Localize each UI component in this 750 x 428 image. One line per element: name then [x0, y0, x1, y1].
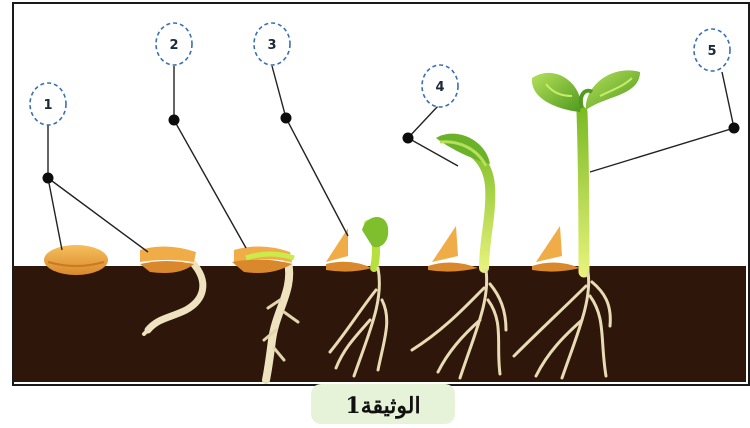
svg-text:3: 3	[267, 38, 276, 53]
label-1: 1	[30, 83, 66, 125]
pointer-lines	[48, 66, 734, 252]
dot-5	[729, 123, 740, 134]
document-caption: الوثيقة1	[311, 384, 455, 424]
dot-1	[43, 173, 54, 184]
germination-diagram: 1 2 3 4 5	[12, 2, 750, 386]
dot-3	[281, 113, 292, 124]
pointer-line-2	[174, 66, 246, 248]
dot-4	[403, 133, 414, 144]
diagram-frame: 1 2 3 4 5	[12, 2, 750, 386]
svg-text:4: 4	[435, 80, 444, 95]
svg-text:1: 1	[43, 98, 52, 113]
stage-1-seed	[44, 245, 108, 275]
pointer-line-1	[48, 124, 148, 252]
svg-text:2: 2	[169, 38, 178, 53]
label-2: 2	[156, 23, 192, 65]
label-3: 3	[254, 23, 290, 65]
pointer-line-3	[272, 66, 348, 236]
svg-text:5: 5	[707, 44, 716, 59]
pointer-dots	[43, 113, 740, 184]
dot-2	[169, 115, 180, 126]
label-5: 5	[694, 29, 730, 71]
label-4: 4	[422, 65, 458, 107]
seed	[44, 245, 108, 275]
stem	[582, 112, 584, 272]
